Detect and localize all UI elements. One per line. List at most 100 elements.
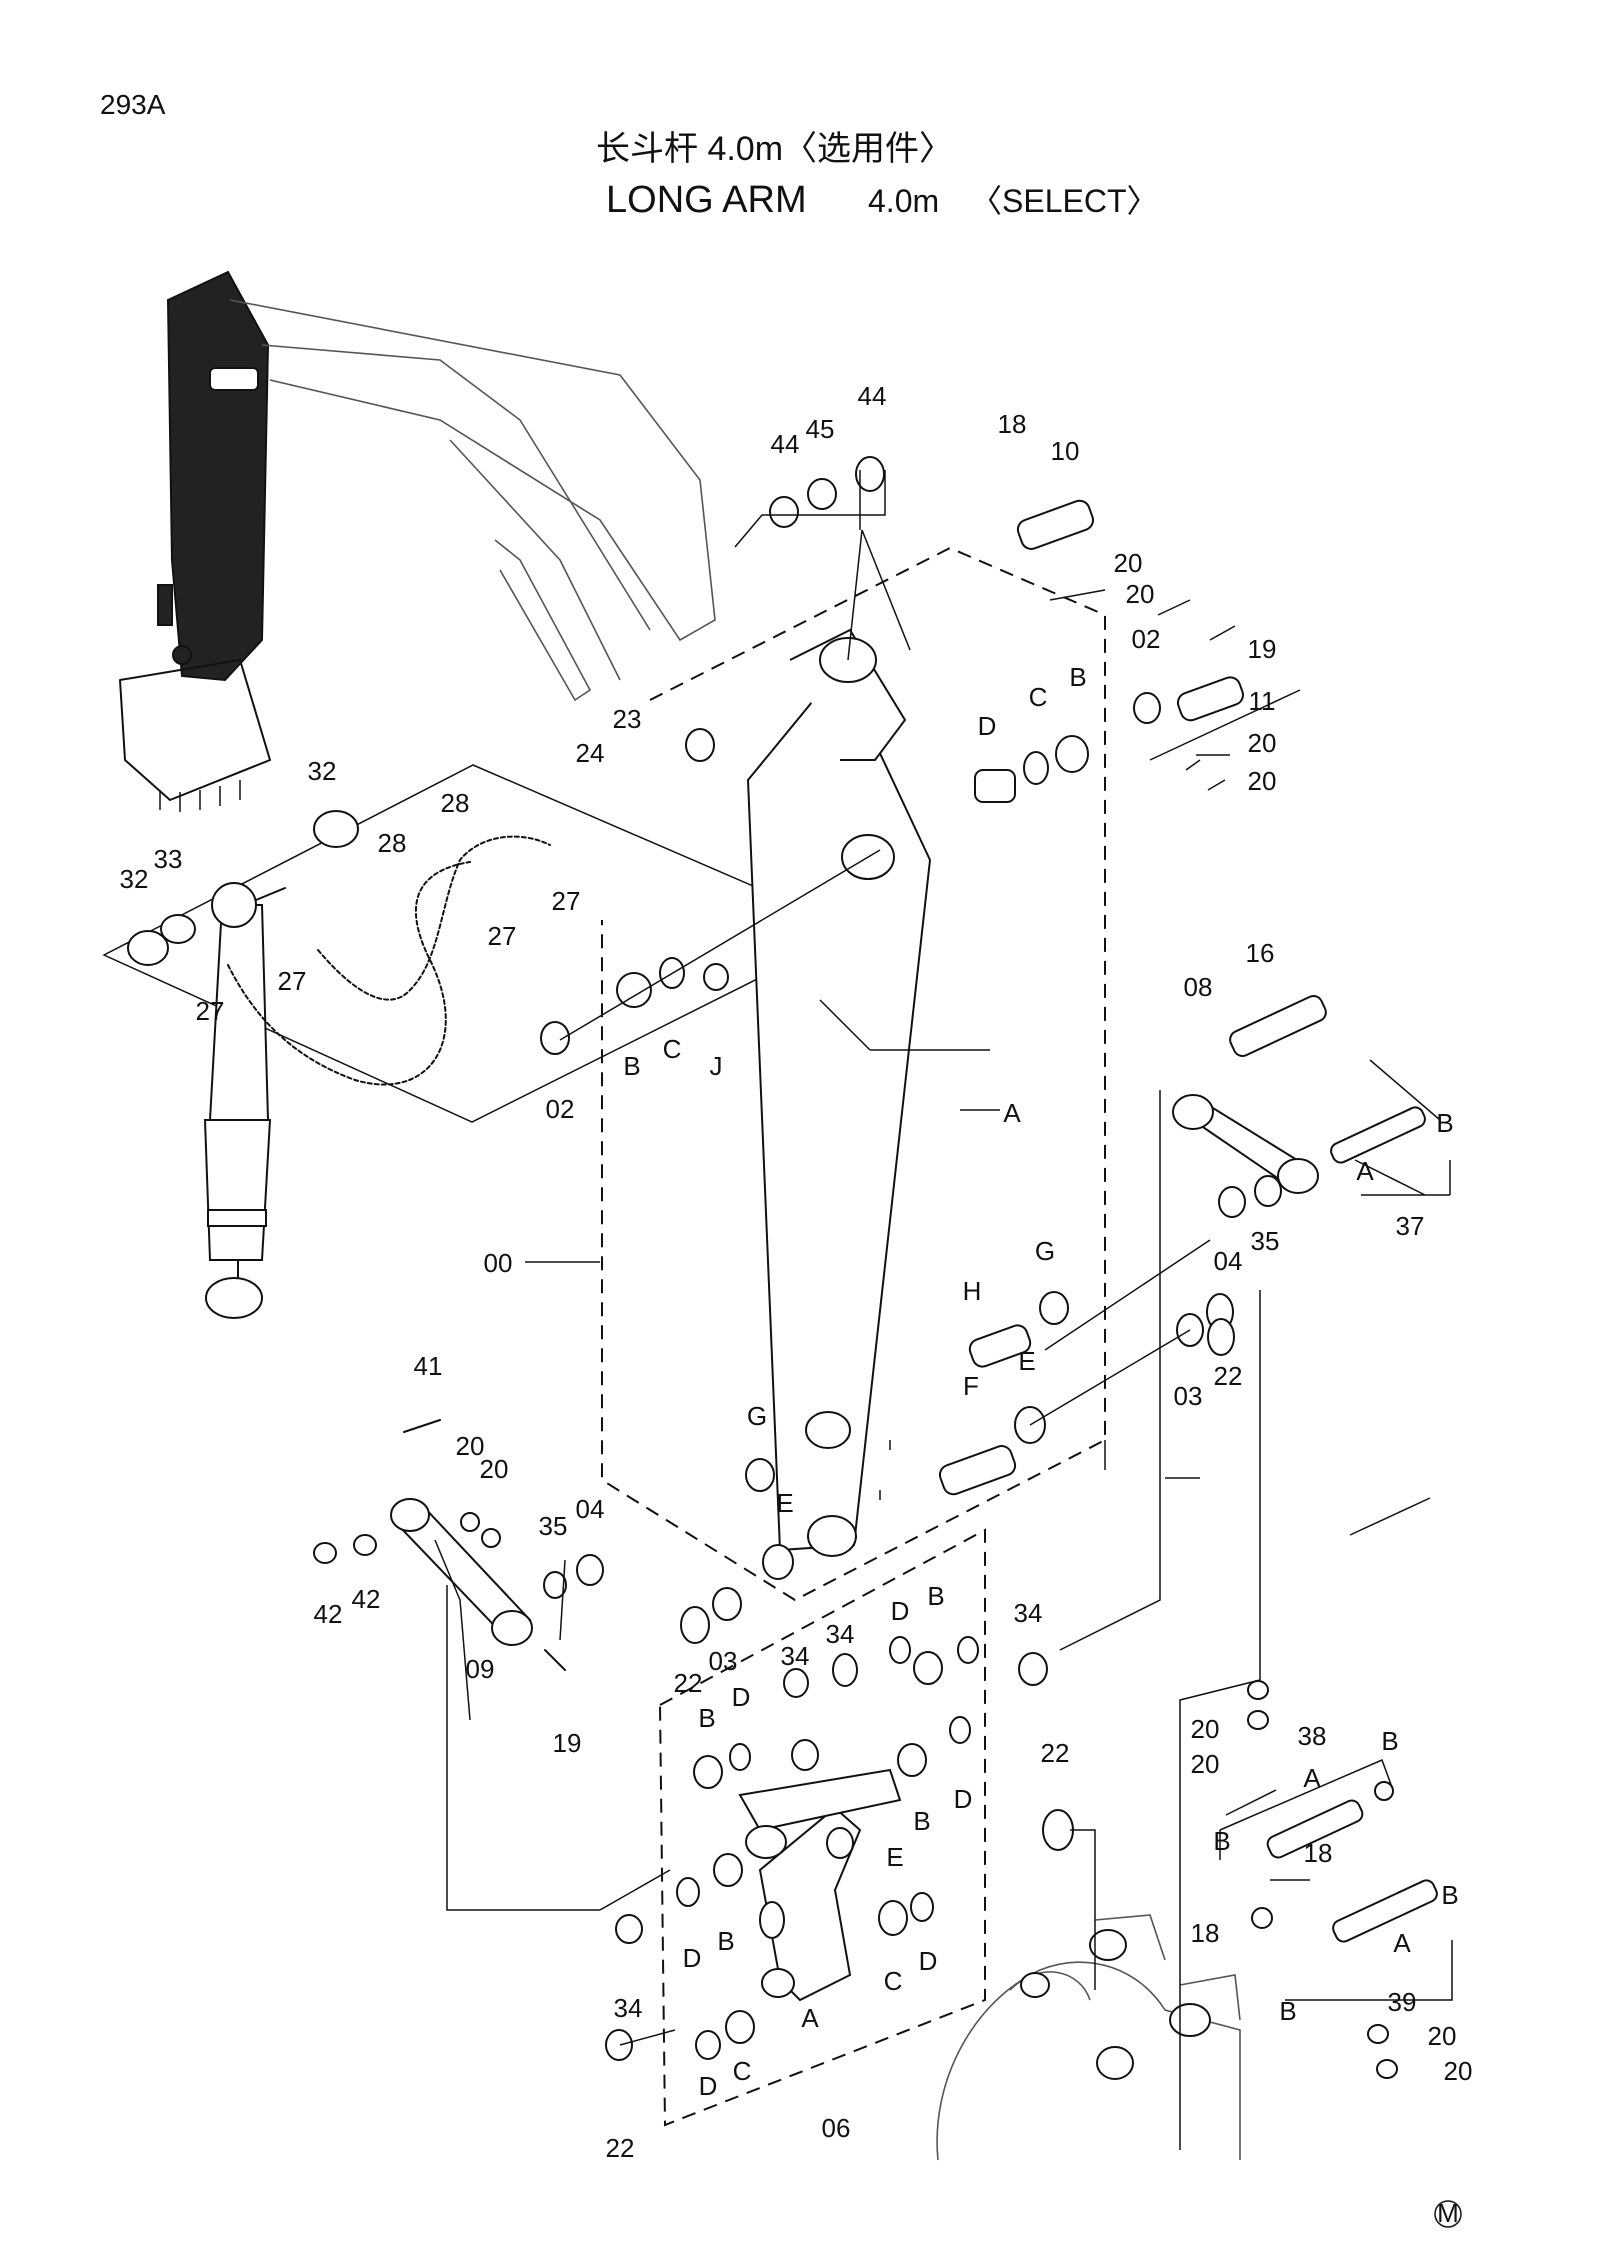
callout-cAg: A (1303, 1763, 1321, 1793)
callout-c32b: 32 (120, 864, 149, 894)
callout-c37: 37 (1396, 1211, 1425, 1241)
callout-cAc: A (1356, 1156, 1374, 1186)
callout-c20h: 20 (1191, 1749, 1220, 1779)
callout-c27a: 27 (552, 886, 581, 916)
callout-c27d: 27 (196, 996, 225, 1026)
callout-cAk: A (801, 2003, 819, 2033)
callout-c20c: 20 (1248, 728, 1277, 758)
callout-c41: 41 (414, 1351, 443, 1381)
callout-cBi: B (1441, 1880, 1458, 1910)
callout-c20g: 20 (1191, 1714, 1220, 1744)
callout-cDa: D (978, 711, 997, 741)
callout-cJ: J (710, 1051, 723, 1081)
callout-c04b: 04 (576, 1494, 605, 1524)
callout-c20b: 20 (1126, 579, 1155, 609)
title-english-main: LONG ARM (606, 179, 807, 221)
callout-cDk: D (919, 1946, 938, 1976)
callout-c20i: 20 (1428, 2021, 1457, 2051)
callout-c39: 39 (1388, 1987, 1417, 2017)
callout-c22b: 22 (674, 1668, 703, 1698)
callout-c34c: 34 (1014, 1598, 1043, 1628)
callout-c20f: 20 (480, 1454, 509, 1484)
callout-c35b: 35 (539, 1511, 568, 1541)
callout-c18a: 18 (998, 409, 1027, 439)
callout-c02b: 02 (546, 1094, 575, 1124)
callout-cCb: C (663, 1034, 682, 1064)
callout-c20a: 20 (1114, 548, 1143, 578)
callout-c02a: 02 (1132, 624, 1161, 654)
callout-c32a: 32 (308, 756, 337, 786)
callout-c19b: 19 (553, 1728, 582, 1758)
callout-c19a: 19 (1248, 634, 1277, 664)
callout-c22c: 22 (1041, 1738, 1070, 1768)
callout-c27c: 27 (278, 966, 307, 996)
callout-c22d: 22 (606, 2133, 635, 2163)
callout-c24: 24 (576, 738, 605, 768)
callout-cBc: B (1436, 1108, 1453, 1138)
callout-c28a: 28 (441, 788, 470, 818)
callout-cBf: B (913, 1806, 930, 1836)
marking-circle: M (1434, 2198, 1462, 2228)
callout-c44b: 44 (858, 381, 887, 411)
pins-38-39 (1247, 1680, 1438, 2079)
callout-c33: 33 (154, 844, 183, 874)
title-english-size: 4.0m (868, 183, 939, 219)
callout-cCl: C (733, 2056, 752, 2086)
callout-c20j: 20 (1444, 2056, 1473, 2086)
callout-c09: 09 (466, 1654, 495, 1684)
callout-cAi: A (1393, 1928, 1411, 1958)
callout-c06: 06 (822, 2113, 851, 2143)
callout-c45: 45 (806, 414, 835, 444)
callout-c20d: 20 (1248, 766, 1277, 796)
callout-cDe: D (683, 1943, 702, 1973)
callout-cBj: B (1279, 1996, 1296, 2026)
callout-c18b: 18 (1304, 1838, 1333, 1868)
callout-c38: 38 (1298, 1721, 1327, 1751)
bucket-outline (936, 1914, 1241, 2161)
callout-cE1: E (1018, 1346, 1035, 1376)
callout-cBd: B (927, 1581, 944, 1611)
callout-cBh: B (1213, 1826, 1230, 1856)
title-chinese: 长斗杆 4.0m〈选用件〉 (596, 130, 953, 168)
excavator-reference-view (119, 270, 716, 812)
callout-cH: H (963, 1276, 982, 1306)
link-09-assembly (313, 1419, 566, 1671)
callout-c42a: 42 (314, 1599, 343, 1629)
leader-lines (434, 470, 1453, 2150)
callout-c27b: 27 (488, 921, 517, 951)
upper-bushings (540, 456, 1244, 1055)
callout-c08: 08 (1184, 972, 1213, 1002)
link-assembly-outline (658, 1528, 986, 2127)
callout-cCk: C (884, 1966, 903, 1996)
marking-letter: M (1437, 2198, 1459, 2228)
callout-cBb: B (623, 1051, 640, 1081)
title-english-select: 〈SELECT〉 (970, 183, 1159, 219)
callout-c04a: 04 (1214, 1246, 1243, 1276)
callout-c11: 11 (1249, 686, 1276, 716)
callout-cBg: B (1381, 1726, 1398, 1756)
bucket-link-06 (605, 1318, 1235, 2061)
callout-c44a: 44 (771, 429, 800, 459)
link-08-assembly (1172, 995, 1426, 1218)
callout-c03b: 03 (709, 1646, 738, 1676)
callout-c42b: 42 (352, 1584, 381, 1614)
callout-c20e: 20 (456, 1431, 485, 1461)
callout-cCa: C (1029, 682, 1048, 712)
callout-c35a: 35 (1251, 1226, 1280, 1256)
callout-cG1: G (1035, 1236, 1055, 1266)
callout-cDl: D (699, 2071, 718, 2101)
callout-c34a: 34 (781, 1641, 810, 1671)
callout-cEf: E (886, 1842, 903, 1872)
callout-cG2: G (747, 1401, 767, 1431)
callout-cBe: B (698, 1703, 715, 1733)
callout-cE2: E (776, 1488, 793, 1518)
callout-c16: 16 (1246, 938, 1275, 968)
callout-c18c: 18 (1191, 1918, 1220, 1948)
callout-cBk: B (717, 1926, 734, 1956)
callout-cBa: B (1069, 662, 1086, 692)
callout-cA1: A (1003, 1098, 1021, 1128)
arm-body (746, 628, 932, 1557)
